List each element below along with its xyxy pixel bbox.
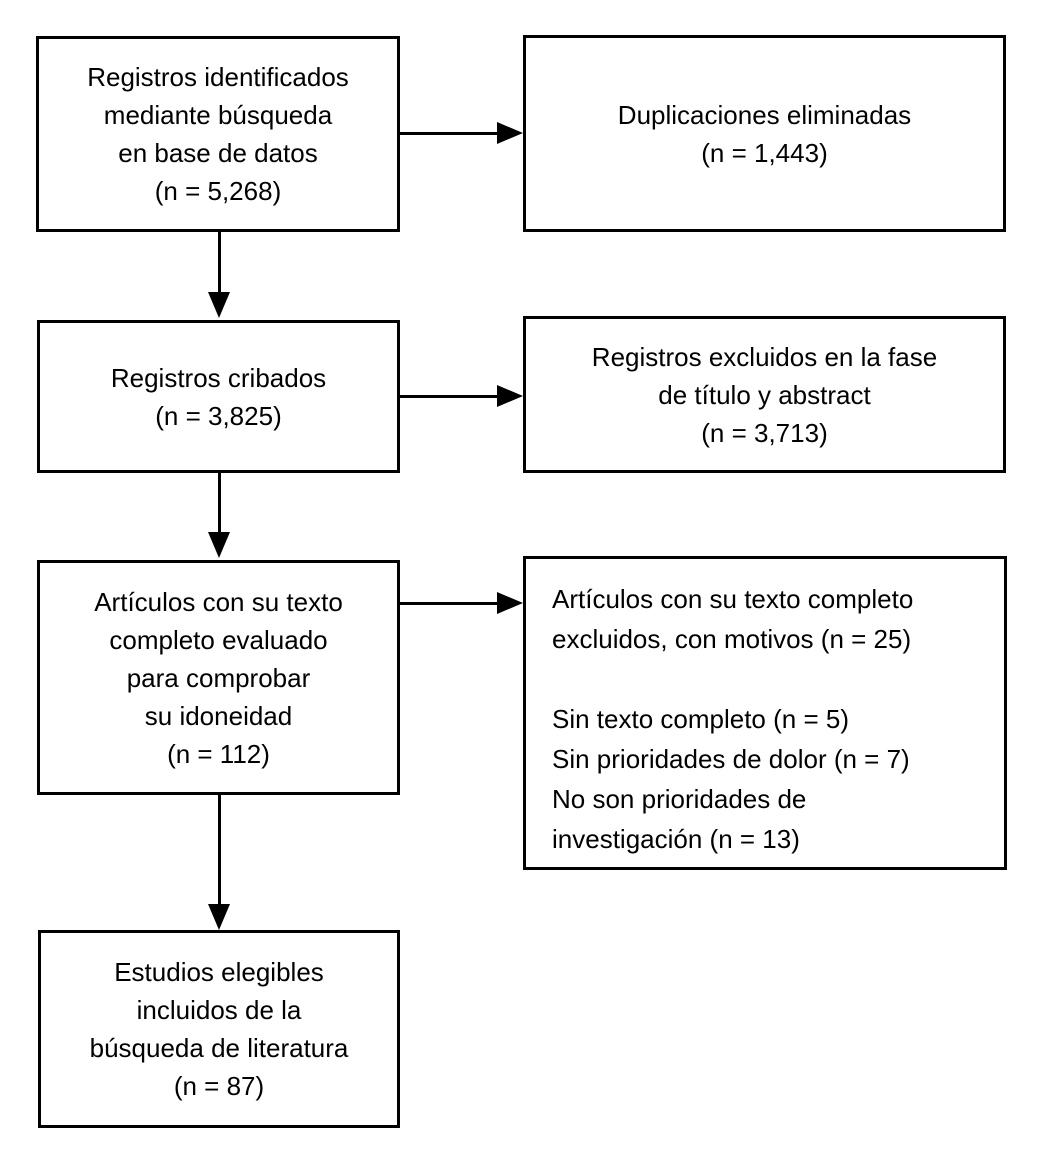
box-registros-cribados: Registros cribados (n = 3,825) — [37, 320, 400, 473]
arrow-fulltext-to-included-head-icon — [208, 904, 230, 930]
arrow-identified-to-screened-line — [218, 232, 221, 292]
arrow-screened-to-excluded-head-icon — [497, 385, 523, 407]
box-articulos-texto-completo-excluidos-text: Artículos con su texto completo excluido… — [552, 584, 914, 854]
arrow-identified-to-screened-head-icon — [208, 292, 230, 318]
arrow-screened-to-fulltext-line — [218, 473, 221, 532]
box-registros-identificados: Registros identificados mediante búsqued… — [36, 36, 400, 232]
arrow-fulltext-to-included-line — [218, 795, 221, 904]
arrow-fulltext-to-excluded-head-icon — [497, 592, 523, 614]
arrow-identified-to-duplicates-line — [400, 132, 497, 135]
arrow-identified-to-duplicates-head-icon — [497, 122, 523, 144]
box-estudios-elegibles-incluidos-text: Estudios elegibles incluidos de la búsqu… — [89, 957, 349, 1101]
box-registros-excluidos-titulo-abstract: Registros excluidos en la fase de título… — [523, 316, 1006, 473]
arrow-screened-to-fulltext-head-icon — [208, 532, 230, 558]
box-duplicaciones-eliminadas: Duplicaciones eliminadas (n = 1,443) — [523, 35, 1006, 232]
box-duplicaciones-eliminadas-text: Duplicaciones eliminadas (n = 1,443) — [617, 99, 912, 168]
box-articulos-texto-completo-evaluado-text: Artículos con su texto completo evaluado… — [94, 586, 343, 769]
box-articulos-texto-completo-evaluado: Artículos con su texto completo evaluado… — [37, 560, 400, 795]
arrow-fulltext-to-excluded-line — [400, 602, 497, 605]
box-articulos-texto-completo-excluidos: Artículos con su texto completo excluido… — [523, 556, 1007, 870]
box-registros-identificados-text: Registros identificados mediante búsqued… — [87, 62, 349, 206]
box-registros-cribados-text: Registros cribados (n = 3,825) — [110, 362, 327, 431]
arrow-screened-to-excluded-line — [400, 395, 497, 398]
box-estudios-elegibles-incluidos: Estudios elegibles incluidos de la búsqu… — [38, 930, 400, 1128]
box-registros-excluidos-titulo-abstract-text: Registros excluidos en la fase de título… — [591, 341, 938, 448]
